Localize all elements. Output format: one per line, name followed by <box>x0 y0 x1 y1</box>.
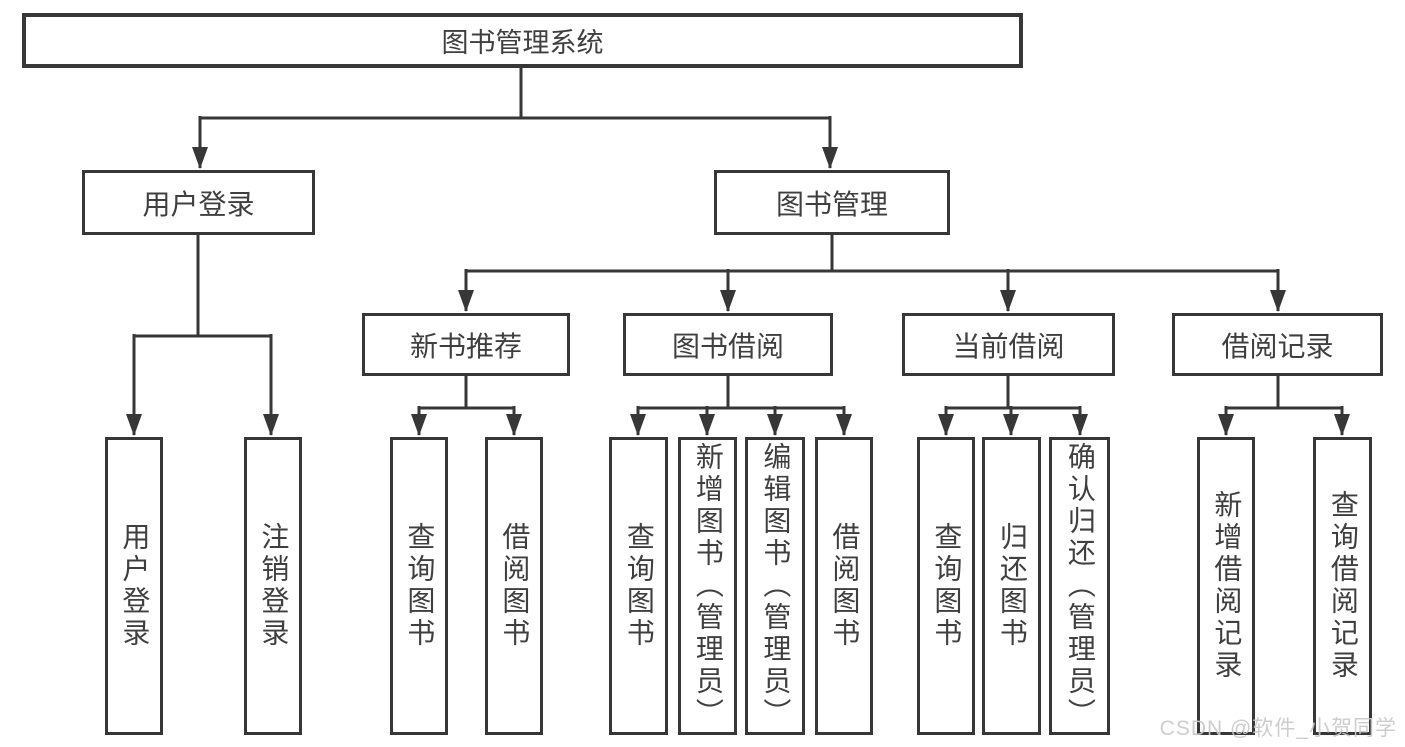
node-book-borrowing-label: 图书借阅 <box>671 330 784 362</box>
leaf-recommend-borrow-books: 借阅图书 <box>485 437 543 735</box>
node-book-management: 图书管理 <box>714 170 950 235</box>
leaf-user-login-label: 用户登录 <box>119 522 151 650</box>
node-root-system-label: 图书管理系统 <box>441 28 604 58</box>
leaf-current-query-books: 查询图书 <box>917 437 975 735</box>
leaf-borrowing-borrow-books-label: 借阅图书 <box>829 522 861 650</box>
leaf-recommend-query-books: 查询图书 <box>390 437 448 735</box>
leaf-borrowing-query-books: 查询图书 <box>609 437 668 735</box>
leaf-confirm-return-admin-label: 确认归还（管理员） <box>1064 442 1096 730</box>
connector-user-login-children <box>126 235 279 436</box>
node-book-management-label: 图书管理 <box>775 188 888 220</box>
leaf-add-books-admin-label: 新增图书（管理员） <box>692 442 724 730</box>
node-user-login-label: 用户登录 <box>142 188 255 220</box>
node-current-borrowing-label: 当前借阅 <box>952 330 1065 362</box>
leaf-recommend-borrow-books-label: 借阅图书 <box>499 522 531 650</box>
leaf-current-query-books-label: 查询图书 <box>931 522 963 650</box>
leaf-confirm-return-admin: 确认归还（管理员） <box>1049 437 1110 735</box>
leaf-user-login: 用户登录 <box>105 437 163 735</box>
leaf-query-borrow-record: 查询借阅记录 <box>1313 437 1372 735</box>
connector-borrowing-records-children <box>1218 376 1350 436</box>
connector-current-borrowing-children <box>938 376 1088 436</box>
node-current-borrowing: 当前借阅 <box>902 313 1115 376</box>
node-book-borrowing: 图书借阅 <box>623 313 833 376</box>
leaf-return-books: 归还图书 <box>982 437 1041 735</box>
leaf-add-borrow-record: 新增借阅记录 <box>1197 437 1255 735</box>
leaf-edit-books-admin-label: 编辑图书（管理员） <box>760 442 792 730</box>
leaf-borrowing-borrow-books: 借阅图书 <box>815 437 873 735</box>
leaf-edit-books-admin: 编辑图书（管理员） <box>745 437 805 735</box>
connector-book-management-groups <box>458 235 1286 312</box>
node-borrowing-records-label: 借阅记录 <box>1221 330 1334 362</box>
leaf-query-borrow-record-label: 查询借阅记录 <box>1327 490 1359 682</box>
leaf-return-books-label: 归还图书 <box>996 522 1028 650</box>
connector-root-to-level2 <box>192 68 838 169</box>
node-user-login: 用户登录 <box>82 170 315 235</box>
leaf-add-borrow-record-label: 新增借阅记录 <box>1211 490 1243 682</box>
node-root-system: 图书管理系统 <box>22 13 1023 68</box>
csdn-watermark: CSDN @软件_小贺同学 <box>1159 717 1397 740</box>
node-new-book-recommend-label: 新书推荐 <box>409 330 522 362</box>
leaf-logout-label: 注销登录 <box>258 522 290 650</box>
leaf-add-books-admin: 新增图书（管理员） <box>678 437 737 735</box>
node-new-book-recommend: 新书推荐 <box>362 313 570 376</box>
leaf-logout: 注销登录 <box>244 437 302 735</box>
leaf-borrowing-query-books-label: 查询图书 <box>623 522 655 650</box>
connector-new-book-recommend-children <box>411 376 522 436</box>
connector-book-borrowing-children <box>630 376 852 436</box>
leaf-recommend-query-books-label: 查询图书 <box>404 522 436 650</box>
node-borrowing-records: 借阅记录 <box>1172 313 1383 376</box>
